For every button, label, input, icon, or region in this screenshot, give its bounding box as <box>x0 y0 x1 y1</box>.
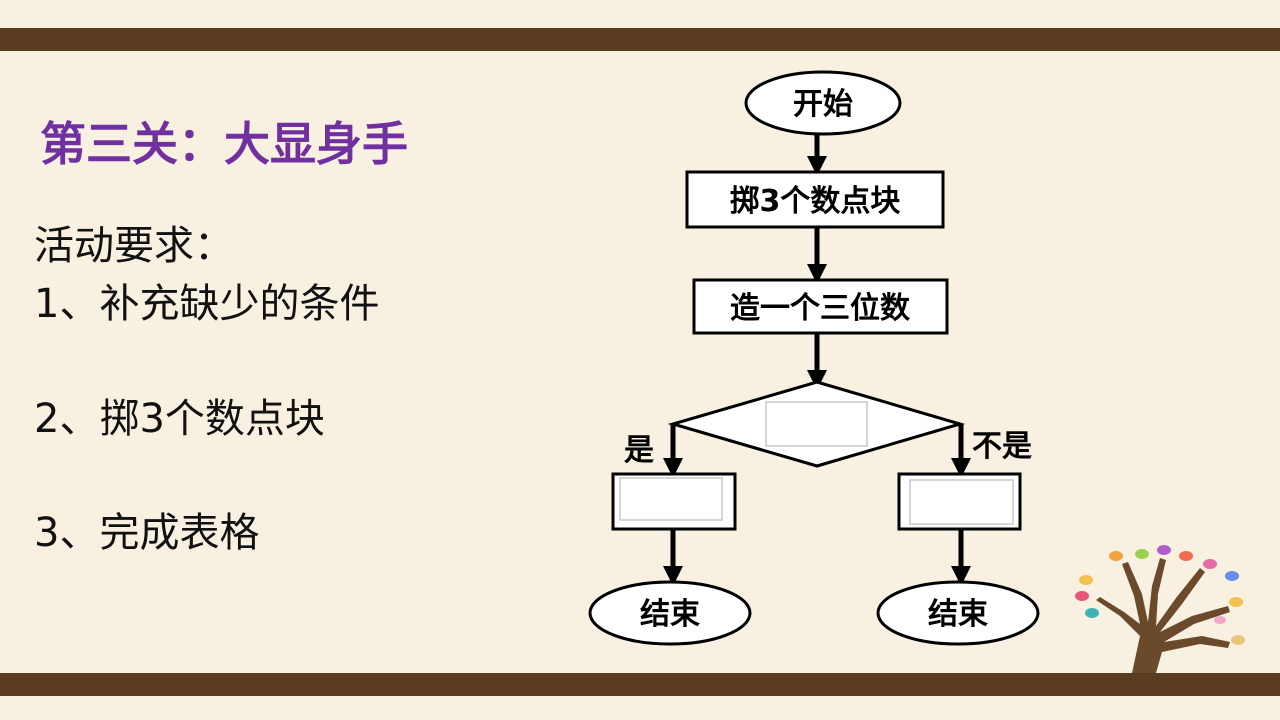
end-node-left: 结束 <box>588 580 752 646</box>
start-node: 开始 <box>744 70 902 136</box>
no-branch-label: 不是 <box>972 429 1032 464</box>
tree-illustration <box>1075 545 1245 673</box>
decision-blank-box[interactable] <box>765 401 868 447</box>
tree-leaves <box>1075 545 1245 645</box>
step1-label: 掷3个数点块 <box>730 184 901 219</box>
tree-trunk <box>1096 558 1230 673</box>
decision-node <box>667 380 966 468</box>
flowchart: 开始 掷3个数点块 造一个三位数 是 不是 结束 结束 <box>588 70 1040 646</box>
bottom-border-band <box>0 673 1280 696</box>
yes-blank-box[interactable] <box>619 477 723 521</box>
yes-branch-label: 是 <box>624 433 654 468</box>
slide-title: 第三关：大显身手 <box>40 117 408 171</box>
end-left-label: 结束 <box>640 597 700 632</box>
start-label: 开始 <box>793 87 853 122</box>
top-border-band <box>0 28 1280 51</box>
end-node-right: 结束 <box>876 580 1040 646</box>
requirement-item-3: 3、完成表格 <box>34 510 260 556</box>
requirement-item-1: 1、补充缺少的条件 <box>34 281 380 327</box>
requirement-item-2: 2、掷3个数点块 <box>34 396 325 442</box>
process-step2: 造一个三位数 <box>692 278 949 335</box>
end-right-label: 结束 <box>928 597 988 632</box>
step2-label: 造一个三位数 <box>730 291 911 326</box>
requirements-heading: 活动要求： <box>34 223 234 269</box>
no-result-box <box>897 472 1022 531</box>
process-step1: 掷3个数点块 <box>685 170 945 229</box>
no-blank-box[interactable] <box>909 479 1014 525</box>
yes-result-box <box>611 472 737 531</box>
